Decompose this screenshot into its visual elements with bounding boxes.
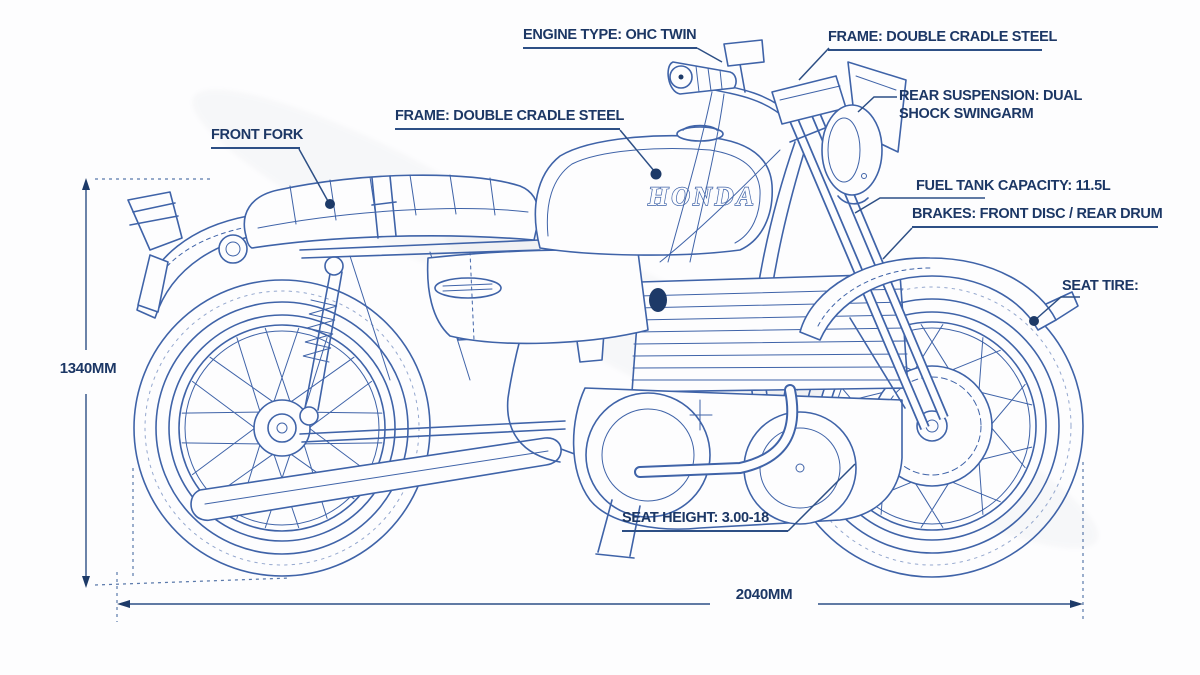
muffler [190, 437, 637, 522]
exhaust-pipe [634, 384, 799, 478]
control-cables [659, 91, 781, 263]
callout-engine-type: ENGINE TYPE: OHC TWIN [523, 26, 697, 50]
fuel-tank: HONDA [534, 124, 773, 256]
headlight [821, 104, 883, 205]
dimension-length-label: 2040MM [735, 586, 793, 603]
dimension-length [116, 462, 1084, 622]
callout-frame-center: FRAME: DOUBLE CRADLE STEEL [395, 107, 624, 131]
rear-shock [299, 256, 344, 426]
callout-fuel-tank: FUEL TANK CAPACITY: 11.5L [916, 178, 1111, 194]
dimension-height [82, 178, 291, 588]
callout-leaders [298, 47, 1080, 532]
callout-front-fork: FRONT FORK [211, 126, 303, 150]
swingarm [299, 420, 566, 443]
callout-seat-tire: SEAT TIRE: [1062, 278, 1139, 294]
callout-brakes: BRAKES: FRONT DISC / REAR DRUM [912, 205, 1163, 229]
seat [243, 174, 540, 249]
callout-frame-top: FRAME: DOUBLE CRADLE STEEL [828, 28, 1057, 52]
callout-rear-suspension: REAR SUSPENSION: DUAL SHOCK SWINGARM [899, 88, 1082, 123]
dimension-height-label: 1340MM [59, 360, 117, 377]
rear-wheel [133, 279, 431, 577]
handlebar [667, 39, 793, 121]
side-cover [426, 249, 649, 345]
tank-logo-text: HONDA [647, 182, 757, 211]
callout-seat-height: SEAT HEIGHT: 3.00-18 [622, 509, 788, 533]
